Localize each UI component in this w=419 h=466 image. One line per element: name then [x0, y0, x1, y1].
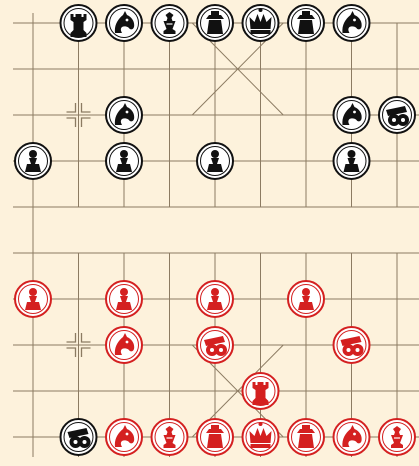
- red-pawn-piece[interactable]: [288, 281, 324, 317]
- red-cannon-piece[interactable]: [197, 327, 233, 363]
- black-horse-piece[interactable]: [334, 5, 370, 41]
- black-rook-piece[interactable]: [61, 5, 97, 41]
- black-pawn-piece[interactable]: [334, 143, 370, 179]
- black-horse-piece[interactable]: [106, 5, 142, 41]
- black-elephant-piece[interactable]: [152, 5, 188, 41]
- red-horse-piece[interactable]: [334, 419, 370, 455]
- black-horse-piece[interactable]: [334, 97, 370, 133]
- red-cannon-piece[interactable]: [334, 327, 370, 363]
- red-pawn-piece[interactable]: [106, 281, 142, 317]
- red-elephant-piece[interactable]: [379, 419, 415, 455]
- red-pawn-piece[interactable]: [197, 281, 233, 317]
- red-elephant-piece[interactable]: [152, 419, 188, 455]
- black-pawn-piece[interactable]: [106, 143, 142, 179]
- red-horse-piece[interactable]: [106, 419, 142, 455]
- red-pawn-piece[interactable]: [15, 281, 51, 317]
- black-horse-piece[interactable]: [106, 97, 142, 133]
- black-pawn-piece[interactable]: [15, 143, 51, 179]
- red-king-piece[interactable]: [243, 419, 279, 455]
- black-cannon-piece[interactable]: [379, 97, 415, 133]
- red-rook-piece[interactable]: [243, 373, 279, 409]
- red-advisor-piece[interactable]: [288, 419, 324, 455]
- black-advisor-piece[interactable]: [288, 5, 324, 41]
- red-advisor-piece[interactable]: [197, 419, 233, 455]
- black-king-piece[interactable]: [243, 5, 279, 41]
- red-horse-piece[interactable]: [106, 327, 142, 363]
- black-pawn-piece[interactable]: [197, 143, 233, 179]
- black-cannon-piece[interactable]: [61, 419, 97, 455]
- black-advisor-piece[interactable]: [197, 5, 233, 41]
